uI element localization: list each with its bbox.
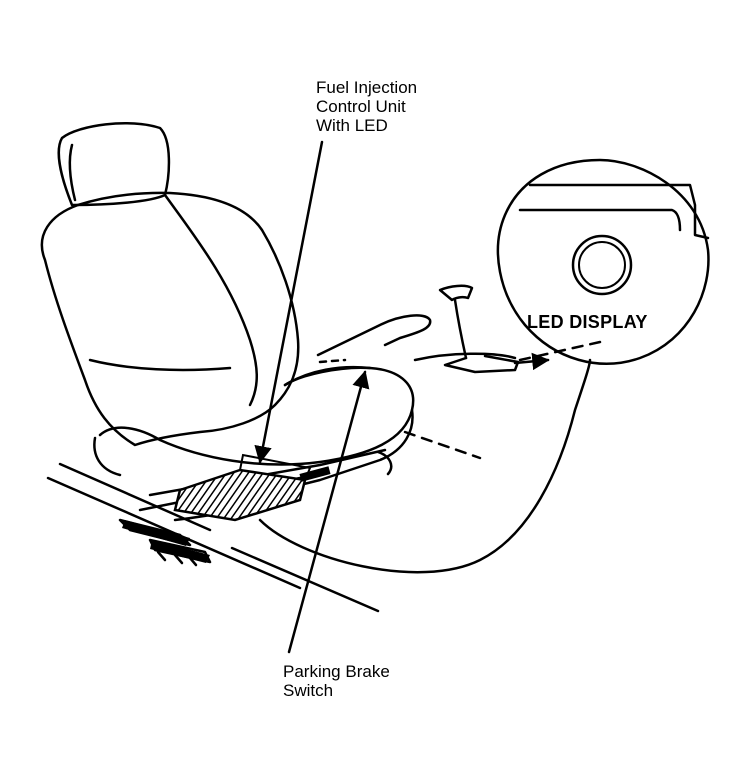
seat-back [40,191,300,447]
control-unit-label-line: Control Unit [316,97,406,116]
floor-rail-3 [230,546,380,613]
control-unit-label-line: With LED [316,116,388,135]
parking-brake-label: Parking Brake Switch [283,662,390,700]
led-inset [496,158,710,365]
control-unit-label: Fuel Injection Control Unit With LED [316,78,417,135]
led-display-label: LED DISPLAY [527,312,648,332]
control-unit-label-line: Fuel Injection [316,78,418,97]
parking-brake-label-line: Switch [283,681,334,700]
headrest [57,122,171,207]
led-indicator [571,234,633,296]
parking-brake-label-line: Parking Brake [283,662,390,681]
parking-brake-leader [287,370,370,654]
control-unit [173,468,307,522]
control-unit-leader [254,140,324,464]
